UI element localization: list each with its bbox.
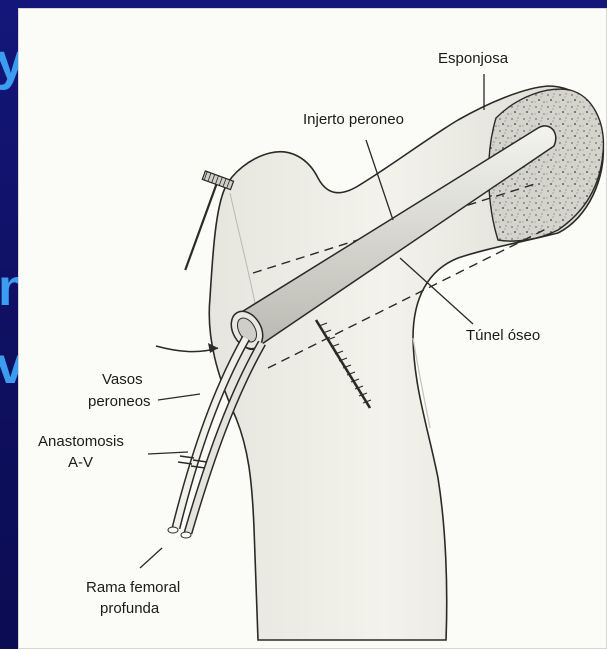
label-rama-femoral-1: Rama femoral	[86, 579, 180, 596]
label-injerto-peroneo: Injerto peroneo	[303, 111, 404, 128]
label-anastomosis-2: A-V	[68, 454, 93, 471]
label-vasos-peroneos-2: peroneos	[88, 393, 151, 410]
label-vasos-peroneos-1: Vasos	[102, 371, 143, 388]
label-rama-femoral-2: profunda	[100, 600, 160, 617]
femur-graft-illustration: Esponjosa Injerto peroneo Túnel óseo Vas…	[18, 8, 607, 649]
entry-arrow	[156, 346, 218, 352]
label-tunel-oseo: Túnel óseo	[466, 327, 540, 344]
label-esponjosa: Esponjosa	[438, 50, 509, 67]
femur-diagram-svg: Esponjosa Injerto peroneo Túnel óseo Vas…	[18, 8, 607, 649]
label-anastomosis-1: Anastomosis	[38, 433, 124, 450]
